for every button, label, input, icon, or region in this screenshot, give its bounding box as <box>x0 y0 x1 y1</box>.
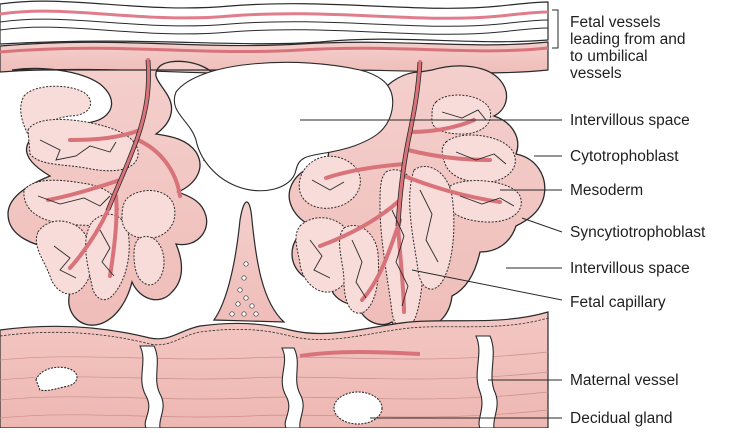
label-mesoderm: Mesoderm <box>570 182 643 199</box>
label-syncytiotrophoblast: Syncytiotrophoblast <box>570 224 705 241</box>
label-decidual-gland: Decidual gland <box>570 410 673 427</box>
bracket-fetal-vessels <box>552 10 558 48</box>
chorionic-plate <box>0 1 548 44</box>
label-cytotrophoblast: Cytotrophoblast <box>570 148 679 165</box>
label-intervillous-space-bottom: Intervillous space <box>570 260 690 277</box>
label-fetal-capillary: Fetal capillary <box>570 294 666 311</box>
label-intervillous-space-top: Intervillous space <box>570 112 690 129</box>
label-maternal-vessel: Maternal vessel <box>570 372 679 389</box>
label-fetal-vessels: Fetal vessels leading from and to umbili… <box>570 14 685 82</box>
decidua-basalis <box>0 312 548 428</box>
placental-septum <box>214 202 284 322</box>
